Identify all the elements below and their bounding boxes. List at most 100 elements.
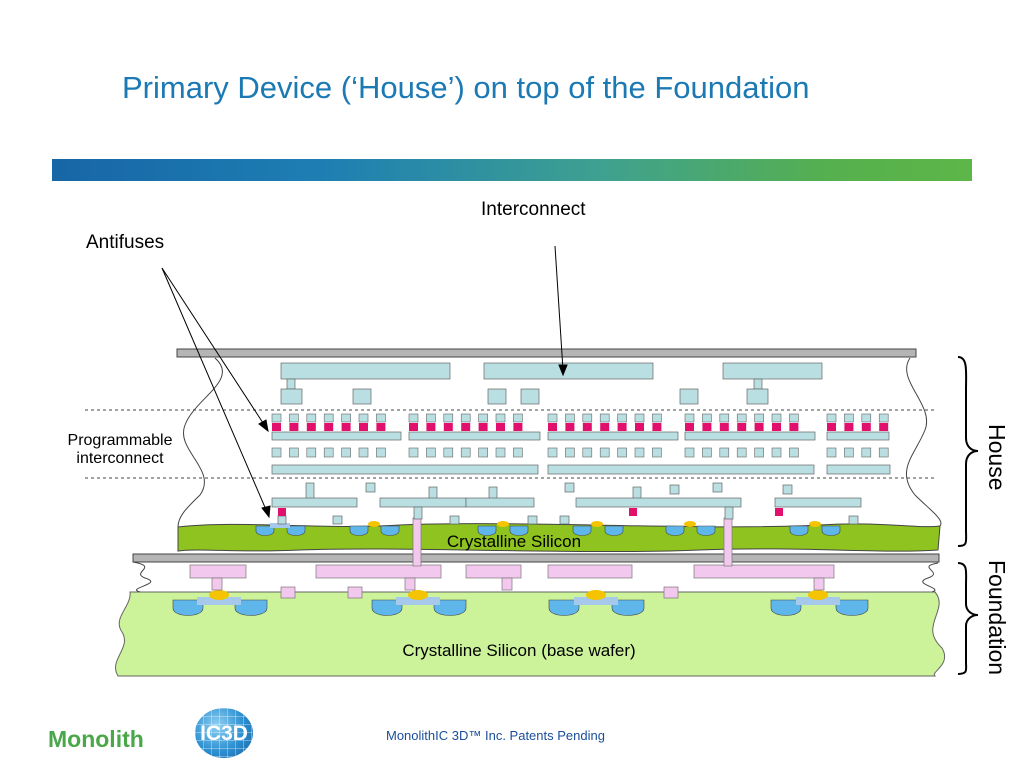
antifuse bbox=[409, 423, 418, 431]
antifuse bbox=[844, 423, 854, 431]
antifuse bbox=[513, 423, 523, 431]
programmable-via bbox=[719, 447, 730, 458]
programmable-via bbox=[617, 413, 627, 423]
foundation-transistors bbox=[172, 590, 869, 616]
programmable-via bbox=[826, 447, 837, 458]
antifuse bbox=[772, 423, 781, 431]
programmable-via bbox=[754, 413, 764, 423]
antifuse bbox=[789, 423, 799, 431]
crystalline-silicon-label: Crystalline Silicon bbox=[446, 532, 582, 551]
antifuse bbox=[827, 423, 836, 431]
programmable-via bbox=[878, 413, 889, 423]
programmable-metal-lines bbox=[271, 431, 891, 475]
slide-title: Primary Device (‘House’) on top of the F… bbox=[122, 70, 810, 105]
antifuse bbox=[737, 423, 747, 431]
foundation-left-edge bbox=[132, 561, 152, 593]
logo-badge-text: IC3D bbox=[200, 722, 248, 745]
programmable-via bbox=[599, 413, 610, 423]
programmable-via bbox=[634, 413, 645, 423]
programmable-via bbox=[684, 413, 695, 423]
programmable-via bbox=[495, 447, 506, 458]
antifuse bbox=[461, 423, 471, 431]
programmable-via bbox=[513, 447, 523, 458]
programmable-via bbox=[771, 413, 782, 423]
programmable-via bbox=[861, 413, 872, 423]
programmable-via bbox=[358, 447, 369, 458]
antifuse bbox=[879, 423, 889, 431]
antifuse bbox=[548, 423, 557, 431]
house-top-cap bbox=[176, 348, 917, 358]
annotation-arrows bbox=[161, 245, 568, 519]
title-gradient-band bbox=[52, 159, 972, 181]
antifuse bbox=[635, 423, 644, 431]
antifuse bbox=[702, 423, 712, 431]
programmable-via bbox=[684, 447, 695, 458]
upper-interconnect bbox=[280, 362, 823, 405]
programmable-via bbox=[652, 413, 662, 423]
antifuse bbox=[600, 423, 610, 431]
programmable-via bbox=[844, 413, 854, 423]
programmable-label-line2: interconnect bbox=[76, 450, 164, 467]
programmable-via bbox=[861, 447, 872, 458]
antifuse bbox=[272, 423, 281, 431]
programmable-via bbox=[289, 413, 299, 423]
house-transistors bbox=[255, 521, 841, 536]
programmable-via bbox=[460, 413, 471, 423]
programmable-via bbox=[426, 413, 436, 423]
programmable-via bbox=[634, 447, 645, 458]
programmable-via bbox=[844, 447, 854, 458]
antifuse bbox=[324, 423, 334, 431]
house-label: House bbox=[984, 424, 1010, 491]
house-left-edge bbox=[177, 357, 223, 528]
foundation-interconnect bbox=[189, 564, 835, 599]
base-wafer-label: Crystalline Silicon (base wafer) bbox=[402, 641, 636, 660]
programmable-via bbox=[289, 447, 299, 458]
foundation-label: Foundation bbox=[984, 560, 1010, 676]
antifuse bbox=[754, 423, 764, 431]
programmable-via bbox=[547, 413, 558, 423]
antifuse bbox=[443, 423, 453, 431]
programmable-interconnect-label: Programmable interconnect bbox=[40, 432, 200, 468]
programmable-via bbox=[341, 447, 351, 458]
antifuse bbox=[582, 423, 592, 431]
programmable-via bbox=[565, 413, 575, 423]
programmable-via bbox=[599, 447, 610, 458]
programmable-via bbox=[652, 447, 662, 458]
base-wafer bbox=[115, 591, 945, 677]
antifuse bbox=[289, 423, 299, 431]
programmable-via bbox=[771, 447, 782, 458]
foundation-right-edge bbox=[922, 562, 939, 593]
antifuse bbox=[565, 423, 575, 431]
antifuse bbox=[359, 423, 368, 431]
programmable-via bbox=[408, 447, 419, 458]
programmable-via bbox=[495, 413, 506, 423]
antifuse bbox=[719, 423, 729, 431]
programmable-via bbox=[306, 413, 317, 423]
antifuse bbox=[341, 423, 351, 431]
programmable-via bbox=[358, 413, 369, 423]
lower-interconnect bbox=[271, 482, 862, 525]
programmable-via bbox=[565, 447, 575, 458]
programmable-via bbox=[443, 413, 454, 423]
programmable-via bbox=[341, 413, 351, 423]
house-crystalline-silicon bbox=[177, 523, 941, 553]
antifuse bbox=[306, 423, 316, 431]
antifuse bbox=[652, 423, 662, 431]
programmable-via bbox=[271, 447, 282, 458]
lower-antifuses bbox=[278, 508, 783, 516]
programmable-via bbox=[789, 447, 799, 458]
antifuse bbox=[426, 423, 436, 431]
programmable-via bbox=[443, 447, 454, 458]
programmable-via bbox=[719, 413, 730, 423]
programmable-via bbox=[323, 413, 334, 423]
programmable-via bbox=[478, 447, 488, 458]
programmable-via bbox=[878, 447, 889, 458]
programmable-via bbox=[376, 413, 386, 423]
programmable-via bbox=[617, 447, 627, 458]
programmable-via bbox=[754, 447, 764, 458]
programmable-via bbox=[513, 413, 523, 423]
programmable-via-array bbox=[271, 447, 889, 458]
programmable-via bbox=[271, 413, 282, 423]
antifuse bbox=[685, 423, 694, 431]
antifuse bbox=[617, 423, 627, 431]
